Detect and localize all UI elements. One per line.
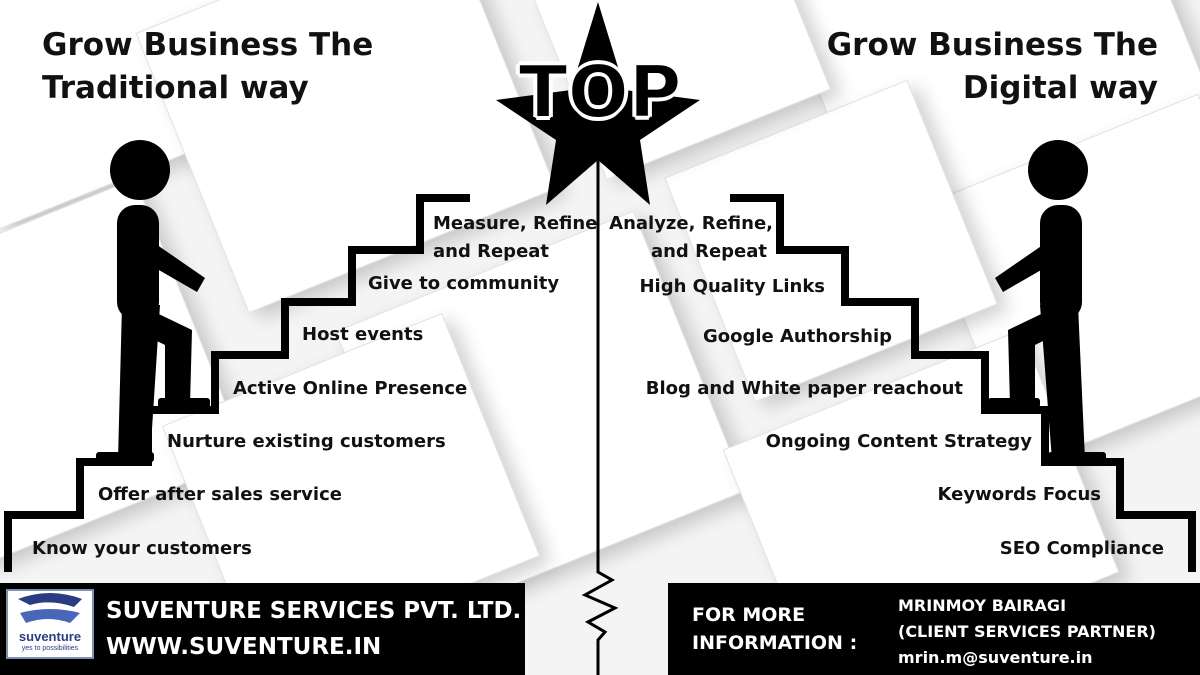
company-website[interactable]: WWW.SUVENTURE.IN (106, 634, 382, 660)
right-title-line-1: Grow Business The (826, 27, 1158, 63)
left-step-1: Know your customers (32, 538, 252, 559)
right-title-line-2: Digital way (962, 70, 1158, 106)
company-bar: suventure yes to possibilities SUVENTURE… (0, 583, 525, 675)
top-badge: TOP (495, 49, 705, 135)
contact-bar: FOR MORE INFORMATION : MRINMOY BAIRAGI (… (668, 583, 1200, 675)
info-label-line-1: FOR MORE (692, 604, 806, 626)
contact-name: MRINMOY BAIRAGI (898, 596, 1067, 615)
right-step-3: Ongoing Content Strategy (765, 431, 1032, 452)
star-icon (496, 2, 700, 205)
contact-email[interactable]: mrin.m@suventure.in (898, 648, 1093, 667)
left-step-7a: Measure, Refine (433, 213, 598, 234)
left-step-6: Give to community (368, 273, 560, 294)
left-staircase (4, 194, 470, 572)
logo-wordmark: suventure (18, 629, 82, 644)
logo-mark-icon (18, 593, 82, 623)
right-step-5: Google Authorship (702, 326, 892, 347)
right-step-7a: Analyze, Refine, (609, 213, 773, 234)
left-step-5: Host events (302, 324, 424, 345)
left-step-3: Nurture existing customers (167, 431, 446, 452)
company-logo: suventure yes to possibilities (6, 589, 94, 659)
left-title-line-2: Traditional way (42, 70, 309, 106)
right-staircase (730, 194, 1196, 572)
logo-tagline: yes to possibilities (21, 645, 79, 652)
contact-role: (CLIENT SERVICES PARTNER) (898, 622, 1156, 641)
left-step-2: Offer after sales service (98, 484, 342, 505)
right-step-7b: and Repeat (650, 241, 767, 262)
right-step-1: SEO Compliance (999, 538, 1164, 559)
center-pulse-line (581, 150, 619, 675)
top-badge-text: TOP (517, 49, 682, 135)
info-label-line-2: INFORMATION : (692, 632, 858, 654)
right-person-icon (988, 140, 1106, 462)
left-person-icon (96, 140, 210, 462)
left-title-line-1: Grow Business The (42, 27, 374, 63)
company-name: SUVENTURE SERVICES PVT. LTD. (106, 598, 522, 624)
right-step-2: Keywords Focus (937, 484, 1101, 505)
right-step-6: High Quality Links (639, 276, 825, 297)
left-title: Grow Business The Traditional way (42, 24, 373, 110)
right-title: Grow Business The Digital way (827, 24, 1158, 110)
left-step-7b: and Repeat (433, 241, 550, 262)
right-step-4: Blog and White paper reachout (645, 378, 963, 399)
left-step-4: Active Online Presence (233, 378, 468, 399)
